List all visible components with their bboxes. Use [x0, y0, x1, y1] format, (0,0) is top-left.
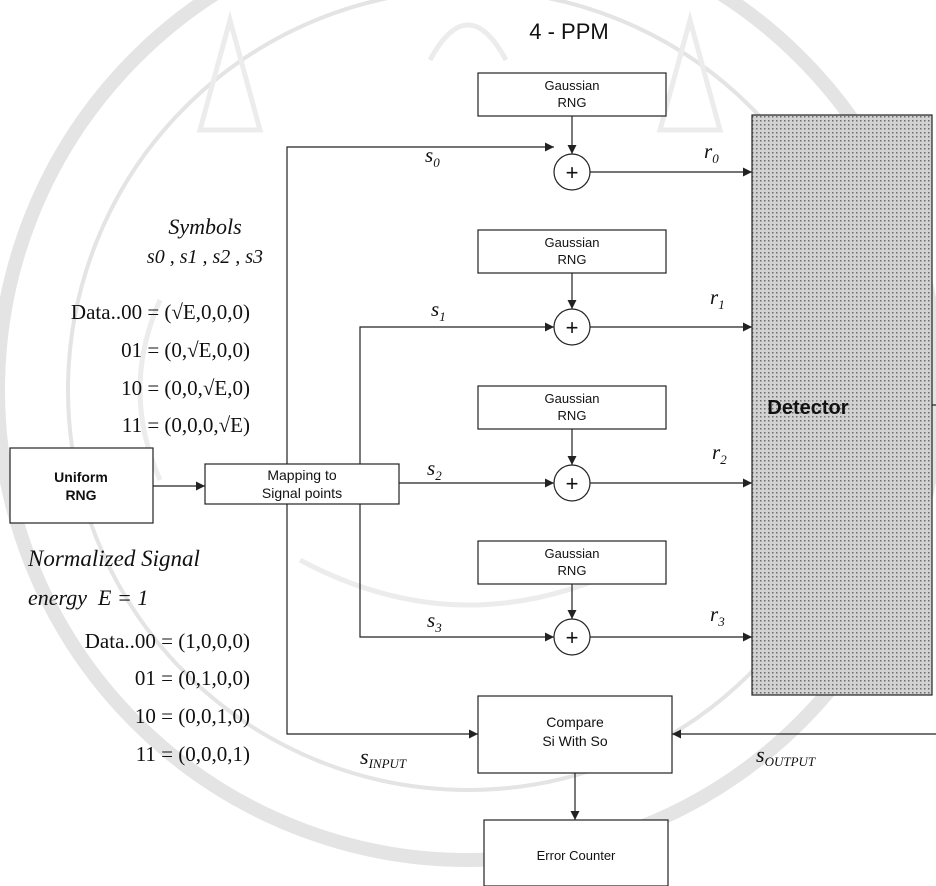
plus-icon: + [566, 625, 579, 650]
uniform-rng-label: Uniform [54, 469, 108, 485]
compare-label: Compare [546, 714, 604, 730]
gaussian-rng-label: Gaussian [545, 546, 600, 561]
normalized-heading: Normalized Signal [28, 546, 200, 572]
signal-label-s3: s3 [427, 608, 442, 635]
symbols-heading: Symbols [130, 214, 280, 240]
normalized-row-01: 01 = (0,1,0,0) [0, 666, 250, 691]
signal-label-r3: r3 [710, 602, 725, 629]
plus-icon: + [566, 471, 579, 496]
signal-label-r2: r2 [712, 440, 727, 467]
gaussian-rng-block-1: Gaussian RNG [478, 230, 666, 273]
detector-label: Detector [767, 397, 848, 419]
symbol-row-11: 11 = (0,0,0,√E) [0, 413, 250, 438]
gaussian-rng-label: Gaussian [545, 235, 600, 250]
gaussian-rng-block-3: Gaussian RNG [478, 541, 666, 584]
symbols-list: s0 , s1 , s2 , s3 [125, 246, 285, 269]
signal-label-r1: r1 [710, 285, 725, 312]
gaussian-rng-label: Gaussian [545, 78, 600, 93]
adder-3: + [554, 619, 590, 655]
signal-label-r0: r0 [704, 139, 719, 166]
symbol-row-01: 01 = (0,√E,0,0) [0, 338, 250, 363]
normalized-energy: energy E = 1 [28, 585, 148, 611]
signal-label-input: sINPUT [360, 744, 407, 771]
adder-2: + [554, 465, 590, 501]
gaussian-rng-label: RNG [558, 252, 587, 267]
compare-block: Compare Si With So [478, 696, 672, 773]
symbol-row-10: 10 = (0,0,√E,0) [0, 376, 250, 401]
signal-label-output: sOUTPUT [756, 742, 816, 769]
gaussian-rng-label: RNG [558, 408, 587, 423]
plus-icon: + [566, 315, 579, 340]
gaussian-rng-label: RNG [558, 563, 587, 578]
signal-label-s2: s2 [427, 456, 442, 483]
gaussian-rng-block-0: Gaussian RNG [478, 73, 666, 116]
adder-1: + [554, 309, 590, 345]
detector-block: Detector [752, 115, 932, 695]
adder-0: + [554, 154, 590, 190]
mapping-label: Signal points [262, 485, 342, 501]
signal-label-s1: s1 [431, 297, 446, 324]
gaussian-rng-label: Gaussian [545, 391, 600, 406]
error-counter-label: Error Counter [537, 848, 616, 863]
normalized-row-00: Data..00 = (1,0,0,0) [0, 629, 250, 654]
uniform-rng-block: Uniform RNG [10, 448, 153, 523]
compare-label: Si With So [542, 733, 608, 749]
diagram-title: 4 - PPM [529, 19, 608, 44]
plus-icon: + [566, 160, 579, 185]
normalized-row-10: 10 = (0,0,1,0) [0, 704, 250, 729]
normalized-row-11: 11 = (0,0,0,1) [0, 742, 250, 767]
uniform-rng-label: RNG [65, 487, 96, 503]
symbol-row-00: Data..00 = (√E,0,0,0) [0, 300, 250, 325]
gaussian-rng-label: RNG [558, 95, 587, 110]
gaussian-rng-block-2: Gaussian RNG [478, 386, 666, 429]
error-counter-block: Error Counter [484, 820, 668, 886]
mapping-block: Mapping to Signal points [205, 464, 399, 504]
mapping-label: Mapping to [267, 467, 336, 483]
